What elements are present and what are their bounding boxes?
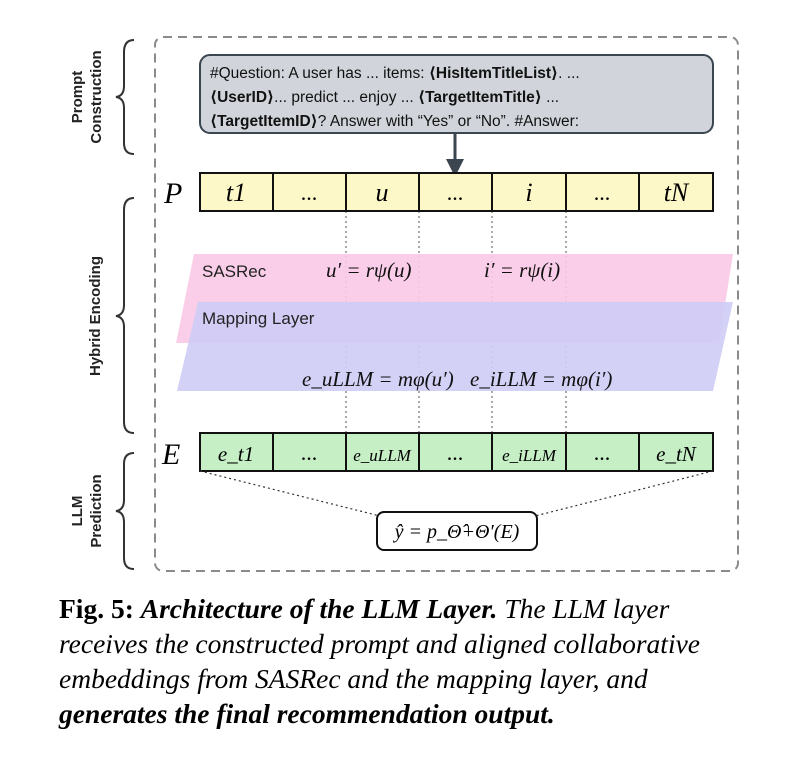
mapping-layer (177, 302, 733, 391)
row-p-cell-text: ... (301, 180, 318, 205)
row-e-label: E (161, 438, 180, 471)
prompt-box (199, 54, 714, 134)
caption-title: Architecture of the LLM Layer. (140, 593, 498, 624)
mapping-label: Mapping Layer (202, 309, 315, 328)
section-label-construction: Construction (88, 50, 105, 143)
row-e-cell-text: ... (301, 440, 318, 465)
row-e (199, 432, 714, 472)
row-p-cell-text: u (376, 178, 389, 207)
row-e-cell (491, 432, 567, 472)
row-e-cell-text: e_tN (656, 442, 697, 466)
figure-caption: Fig. 5: Architecture of the LLM Layer. T… (59, 591, 759, 731)
brace-prompt (115, 39, 135, 155)
row-p-cell (565, 172, 640, 212)
row-e-cell-text: ... (447, 440, 464, 465)
row-e-cell-text: e_uLLM (353, 446, 411, 465)
row-p-cell-text: ... (594, 180, 611, 205)
brace-hybrid (115, 197, 135, 434)
section-label-prompt: Prompt (69, 71, 86, 124)
mapping-eq-item: e_iLLM = mφ(i′) (470, 367, 612, 391)
mapping-eq-user: e_uLLM = mφ(u′) (302, 367, 454, 391)
caption-label: Fig. 5: (59, 593, 134, 624)
row-p-cell (638, 172, 714, 212)
prediction-box (376, 511, 538, 551)
prompt-line-3: ⟨TargetItemID⟩? Answer with “Yes” or “No… (210, 113, 579, 130)
brace-llm (115, 452, 135, 570)
prediction-formula: ŷ = p_Θ̂+Θ′(E) (393, 521, 520, 543)
architecture-diagram: Prompt Construction Hybrid Encoding LLM … (69, 36, 739, 572)
section-label-llm: LLM (69, 496, 86, 527)
caption-text: The LLM layer receives the constructed p… (59, 593, 700, 694)
row-p-cell (272, 172, 347, 212)
prompt-line-1: #Question: A user has ... items: ⟨HisIte… (210, 65, 580, 82)
row-e-cell (638, 432, 714, 472)
row-p-cell-text: ... (447, 180, 464, 205)
sasrec-eq-user: u′ = rψ(u) (326, 258, 411, 282)
section-label-prediction: Prediction (88, 474, 105, 547)
prompt-line-2: ⟨UserID⟩... predict ... enjoy ... ⟨Targe… (210, 89, 559, 106)
row-p-cell-text: i (525, 178, 532, 207)
row-e-cell-text: e_t1 (218, 442, 254, 466)
row-p-cell-text: tN (664, 178, 690, 207)
sasrec-label: SASRec (202, 262, 267, 281)
row-e-cell-text: e_iLLM (502, 446, 557, 465)
row-p-label: P (163, 177, 182, 210)
prediction-funnel (199, 470, 714, 517)
row-e-cell (565, 432, 640, 472)
section-label-hybrid: Hybrid Encoding (87, 256, 104, 376)
row-e-cell-text: ... (594, 440, 611, 465)
row-p (199, 172, 714, 212)
row-e-cell (345, 432, 420, 472)
sasrec-eq-item: i′ = rψ(i) (484, 258, 560, 282)
row-p-cell-text: t1 (226, 178, 246, 207)
caption-emphasis: generates the final recommendation outpu… (59, 698, 555, 729)
row-p-cell (199, 172, 274, 212)
